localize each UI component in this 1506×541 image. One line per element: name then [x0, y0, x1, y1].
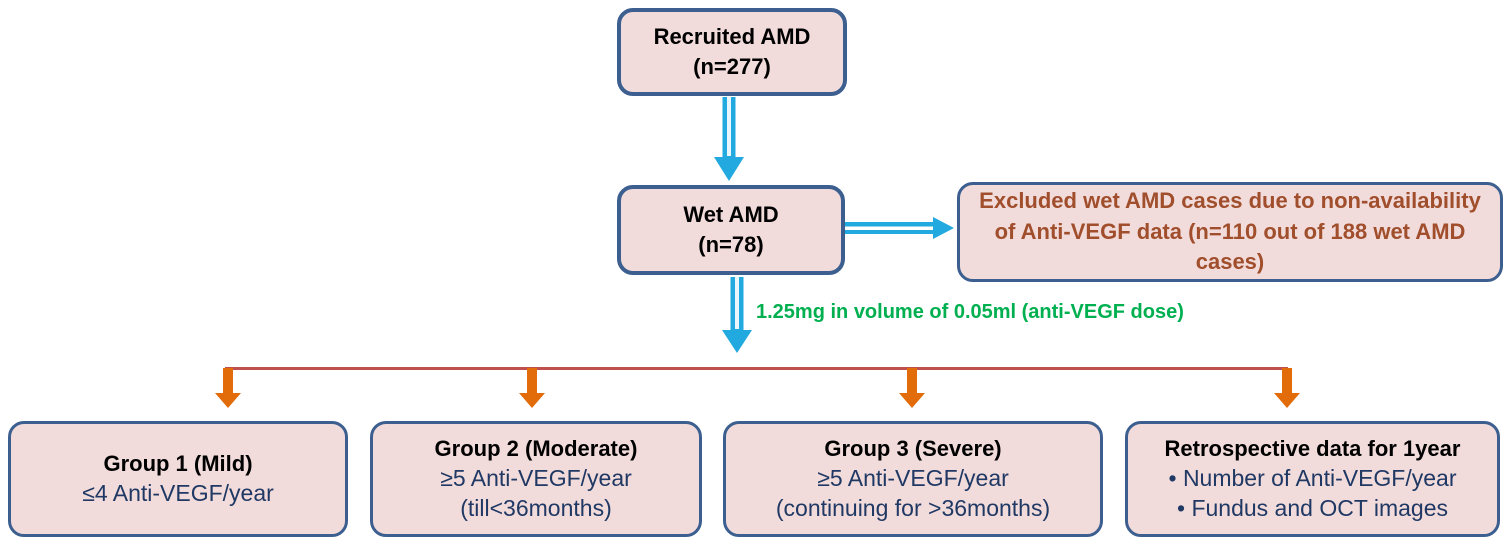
excluded-text: Excluded wet AMD cases due to non-availa… [979, 188, 1481, 275]
recruited-line1: Recruited AMD [653, 23, 811, 49]
group1-criteria: ≤4 Anti-VEGF/year [82, 480, 274, 507]
retro-bullet-2: • Fundus and OCT images [1177, 495, 1448, 522]
node-group1-mild: Group 1 (Mild) ≤4 Anti-VEGF/year [8, 421, 348, 537]
arrow-wet-to-excluded-icon [845, 217, 954, 239]
node-wet-amd: Wet AMD (n=78) [617, 185, 845, 275]
group2-duration: (till<36months) [460, 495, 612, 522]
node-excluded-cases: Excluded wet AMD cases due to non-availa… [957, 182, 1503, 282]
wet-amd-count: (n=78) [698, 232, 764, 257]
wet-amd-line1: Wet AMD [683, 201, 779, 227]
group1-title: Group 1 (Mild) [103, 450, 253, 476]
branch-arrow-group1-icon [215, 368, 241, 408]
arrow-recruited-to-wet-icon [714, 97, 744, 181]
node-retrospective-data: Retrospective data for 1year • Number of… [1125, 421, 1500, 537]
node-group2-moderate: Group 2 (Moderate) ≥5 Anti-VEGF/year (ti… [370, 421, 702, 537]
branch-arrow-group2-icon [519, 368, 545, 408]
node-recruited-amd: Recruited AMD (n=277) [617, 8, 847, 96]
branch-arrow-group3-icon [899, 368, 925, 408]
group2-title: Group 2 (Moderate) [434, 435, 638, 461]
anti-vegf-dose-label: 1.25mg in volume of 0.05ml (anti-VEGF do… [756, 301, 1184, 323]
node-group3-severe: Group 3 (Severe) ≥5 Anti-VEGF/year (cont… [723, 421, 1103, 537]
arrow-wet-to-branch-icon [722, 277, 752, 353]
group3-duration: (continuing for >36months) [775, 495, 1051, 522]
group3-criteria: ≥5 Anti-VEGF/year [817, 465, 1009, 492]
group2-criteria: ≥5 Anti-VEGF/year [440, 465, 632, 492]
group3-title: Group 3 (Severe) [824, 435, 1002, 461]
branch-arrow-retro-icon [1274, 368, 1300, 408]
recruited-count: (n=277) [693, 54, 771, 79]
retro-title: Retrospective data for 1year [1164, 435, 1461, 461]
retro-bullet-1: • Number of Anti-VEGF/year [1168, 465, 1457, 492]
